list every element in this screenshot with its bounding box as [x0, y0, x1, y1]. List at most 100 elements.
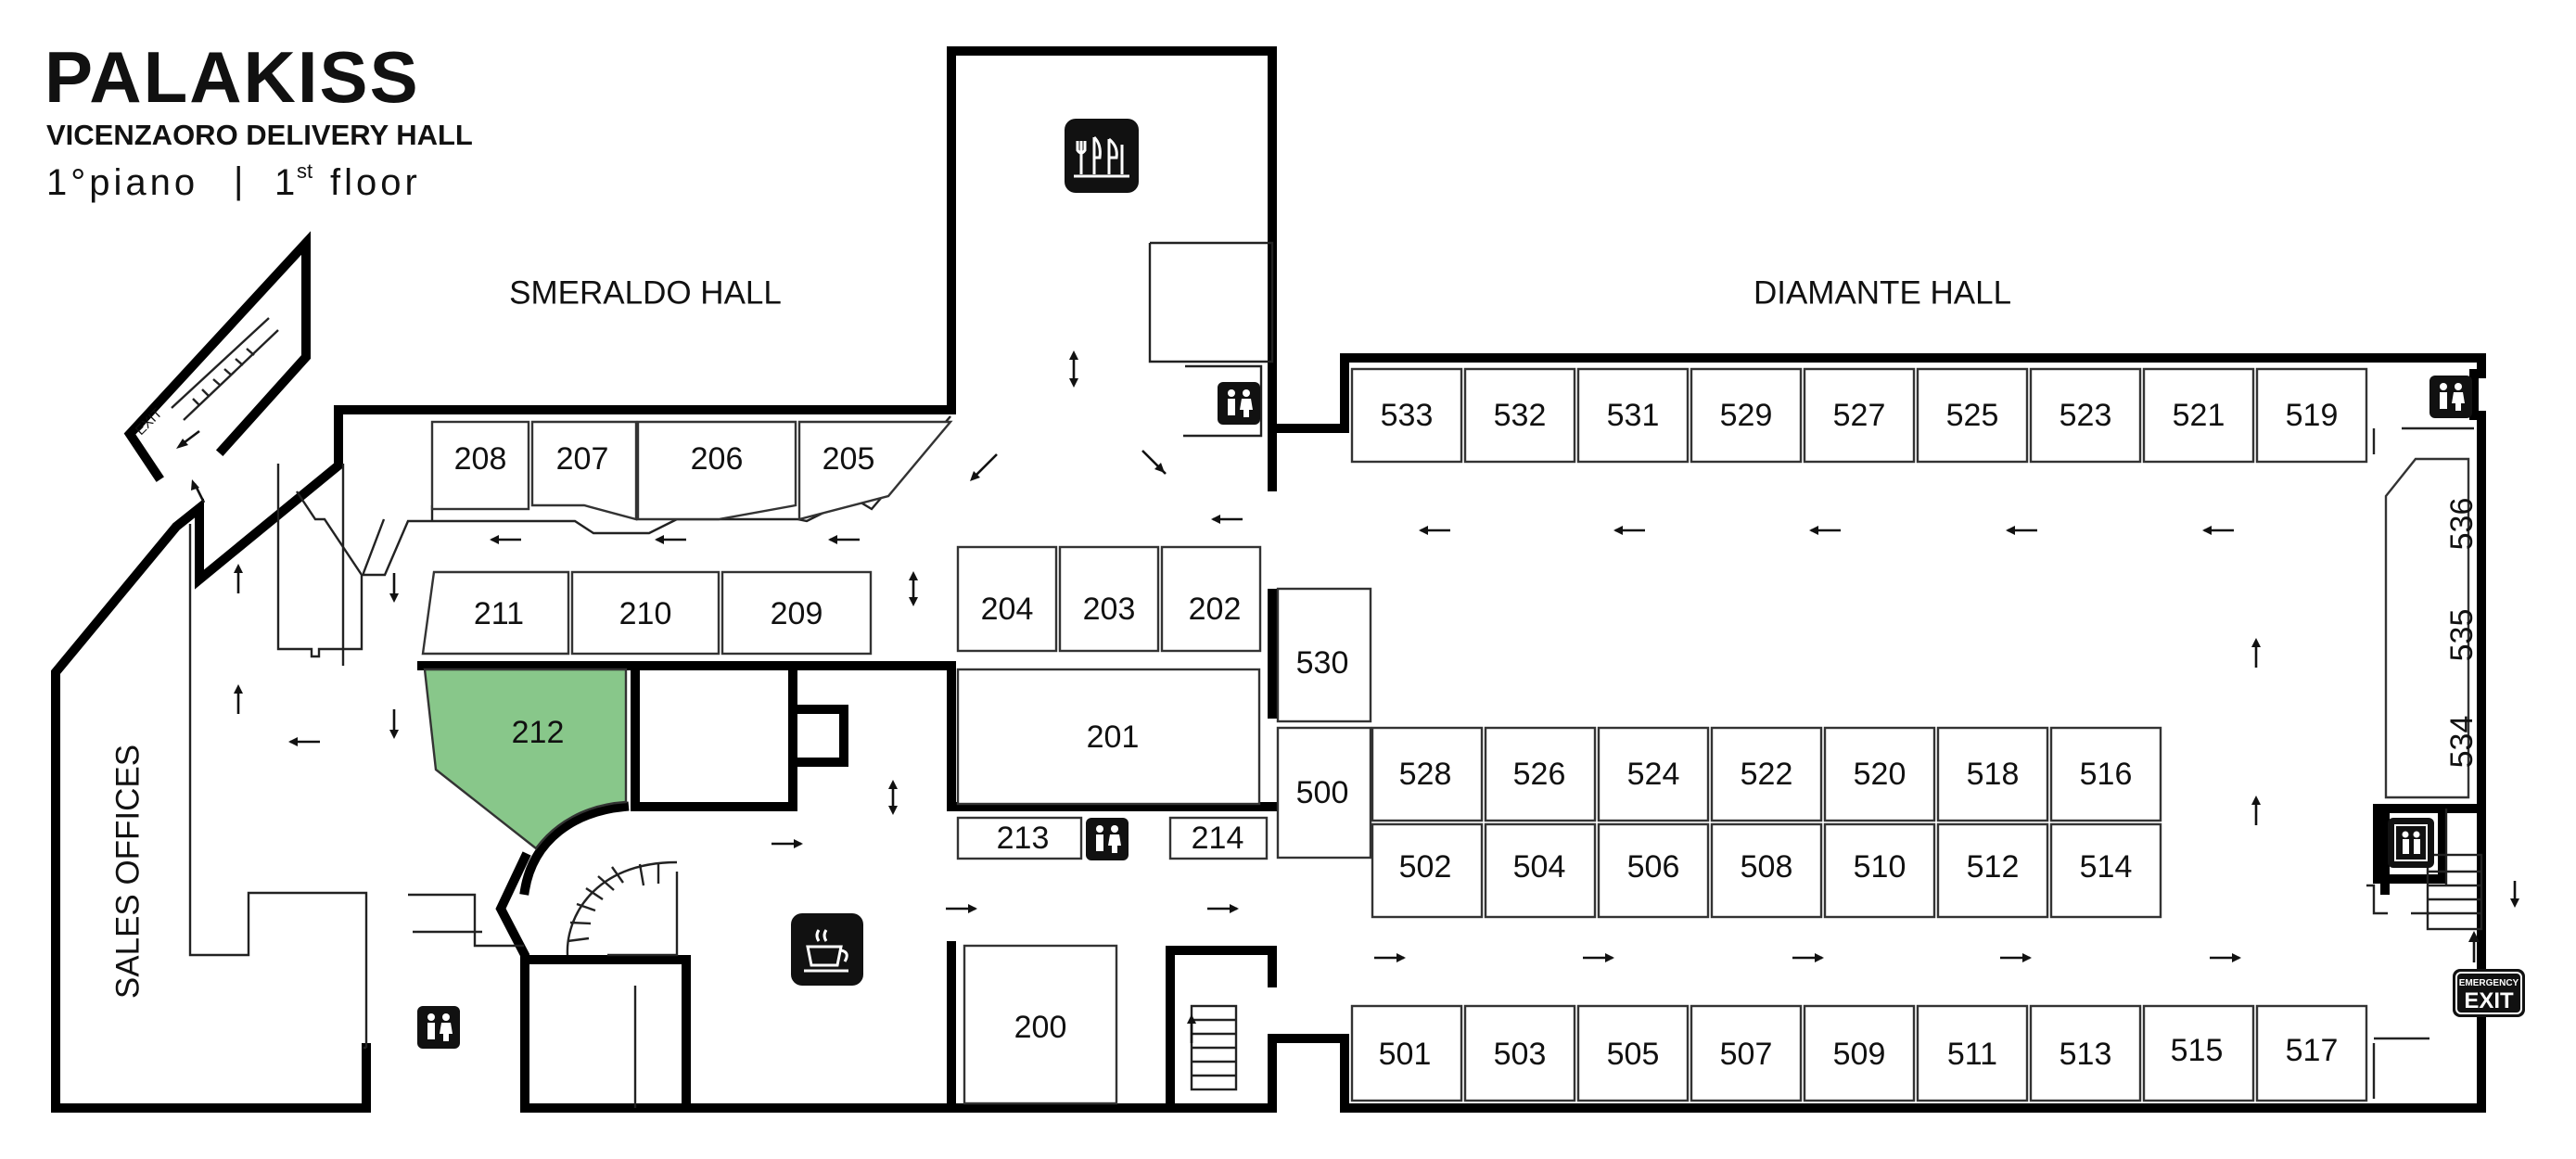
direction-arrow-icon — [1141, 450, 1167, 475]
header: PALAKISS VICENZAORO DELIVERY HALL 1°pian… — [45, 36, 473, 203]
direction-arrow-icon — [1211, 515, 1243, 524]
booth-536-535-534[interactable] — [2384, 457, 2470, 799]
direction-arrow-icon — [2251, 796, 2261, 825]
booth-number: 526 — [1513, 757, 1566, 792]
booth-504[interactable]: 504 — [1484, 822, 1597, 919]
booth-208[interactable]: 208 — [430, 420, 530, 511]
booth-529[interactable]: 529 — [1690, 367, 1803, 464]
booth-513[interactable]: 513 — [2029, 1004, 2142, 1102]
booth-211[interactable]: 211 — [421, 570, 570, 656]
booth-514[interactable]: 514 — [2049, 822, 2162, 919]
booth-503[interactable]: 503 — [1463, 1004, 1576, 1102]
booth-212-highlighted[interactable]: 212 — [423, 668, 628, 850]
booth-519[interactable]: 519 — [2255, 367, 2368, 464]
direction-arrow-icon — [191, 479, 206, 503]
floor-label-en-word: floor — [330, 162, 421, 203]
booth-number: 518 — [1967, 757, 2020, 792]
booth-524[interactable]: 524 — [1597, 726, 1710, 822]
booth-516[interactable]: 516 — [2049, 726, 2162, 822]
booth-number: 505 — [1607, 1037, 1660, 1072]
coffee-cup-icon[interactable] — [791, 913, 863, 986]
booth-number: 514 — [2080, 849, 2133, 885]
booth-525[interactable]: 525 — [1916, 367, 2029, 464]
booth-200[interactable]: 200 — [963, 944, 1118, 1105]
direction-arrow-icon — [389, 573, 399, 603]
direction-arrow-icon — [1613, 526, 1645, 535]
sales-offices-label: SALES OFFICES — [110, 745, 147, 999]
booth-206[interactable]: 206 — [636, 420, 797, 521]
booth-210[interactable]: 210 — [570, 570, 721, 656]
booth-number: 516 — [2080, 757, 2133, 792]
direction-arrow-icon — [909, 571, 918, 606]
booth-number: 207 — [556, 441, 609, 477]
booth-number: 503 — [1494, 1037, 1547, 1072]
direction-arrow-icon — [1419, 526, 1450, 535]
booth-214[interactable]: 214 — [1168, 816, 1269, 860]
booth-502[interactable]: 502 — [1371, 822, 1484, 919]
booth-531[interactable]: 531 — [1576, 367, 1690, 464]
booth-501[interactable]: 501 — [1350, 1004, 1463, 1102]
elevator-icon[interactable] — [2388, 818, 2434, 868]
direction-arrow-icon — [2468, 931, 2480, 962]
booth-number: 528 — [1399, 757, 1452, 792]
booth-522[interactable]: 522 — [1710, 726, 1823, 822]
booth-number: 517 — [2286, 1033, 2339, 1068]
booth-204[interactable]: 204 — [956, 545, 1058, 653]
booth-511[interactable]: 511 — [1916, 1004, 2029, 1102]
booth-number: 204 — [981, 592, 1034, 627]
booth-205[interactable]: 205 — [797, 420, 953, 521]
restroom-icon[interactable] — [1218, 382, 1260, 425]
booth-203[interactable]: 203 — [1058, 545, 1160, 653]
booth-number: 202 — [1189, 592, 1242, 627]
booth-number: 211 — [474, 596, 524, 631]
booth-number: 213 — [997, 821, 1050, 856]
interior-partitions — [171, 241, 2483, 1108]
booth-512[interactable]: 512 — [1936, 822, 2049, 919]
direction-arrow-icon — [772, 839, 803, 848]
booth-number: 515 — [2171, 1033, 2224, 1068]
direction-arrow-icon — [2202, 526, 2234, 535]
restaurant-icon[interactable] — [1065, 119, 1139, 193]
booth-508[interactable]: 508 — [1710, 822, 1823, 919]
booth-530[interactable]: 530 — [1276, 587, 1372, 723]
booth-506[interactable]: 506 — [1597, 822, 1710, 919]
booth-number: 208 — [454, 441, 507, 477]
booth-number: 522 — [1741, 757, 1793, 792]
booth-201[interactable]: 201 — [956, 668, 1261, 806]
booth-number: 200 — [1014, 1010, 1067, 1045]
booth-213[interactable]: 213 — [956, 816, 1083, 860]
booth-number: 209 — [771, 596, 823, 631]
restroom-icon[interactable] — [417, 1006, 460, 1049]
direction-arrow-icon — [2510, 881, 2519, 908]
restroom-icon[interactable] — [1086, 818, 1129, 860]
booth-515[interactable]: 515 — [2142, 1004, 2255, 1102]
booth-526[interactable]: 526 — [1484, 726, 1597, 822]
floor-separator: | — [234, 160, 243, 201]
booth-527[interactable]: 527 — [1803, 367, 1916, 464]
booth-207[interactable]: 207 — [530, 420, 638, 521]
booth-528[interactable]: 528 — [1371, 726, 1484, 822]
restroom-icon[interactable] — [2429, 376, 2472, 418]
booth-202[interactable]: 202 — [1160, 545, 1262, 653]
emergency-exit-icon[interactable]: EMERGENCY EXIT — [2453, 969, 2525, 1017]
booth-520[interactable]: 520 — [1823, 726, 1936, 822]
booth-507[interactable]: 507 — [1690, 1004, 1803, 1102]
booth-517[interactable]: 517 — [2255, 1004, 2368, 1102]
booth-number: 536 — [2444, 498, 2480, 551]
booth-532[interactable]: 532 — [1463, 367, 1576, 464]
direction-arrow-icon — [1809, 526, 1841, 535]
emergency-label: EMERGENCY — [2459, 978, 2519, 988]
booth-209[interactable]: 209 — [721, 570, 873, 656]
booth-number: 513 — [2060, 1037, 2112, 1072]
booth-509[interactable]: 509 — [1803, 1004, 1916, 1102]
booth-505[interactable]: 505 — [1576, 1004, 1690, 1102]
building-walls — [51, 46, 2486, 1113]
hall-label-diamante: DIAMANTE HALL — [1753, 275, 2011, 312]
booth-521[interactable]: 521 — [2142, 367, 2255, 464]
booth-533[interactable]: 533 — [1350, 367, 1463, 464]
booth-523[interactable]: 523 — [2029, 367, 2142, 464]
booth-510[interactable]: 510 — [1823, 822, 1936, 919]
booth-number: 507 — [1720, 1037, 1773, 1072]
booth-500[interactable]: 500 — [1276, 726, 1372, 860]
booth-518[interactable]: 518 — [1936, 726, 2049, 822]
